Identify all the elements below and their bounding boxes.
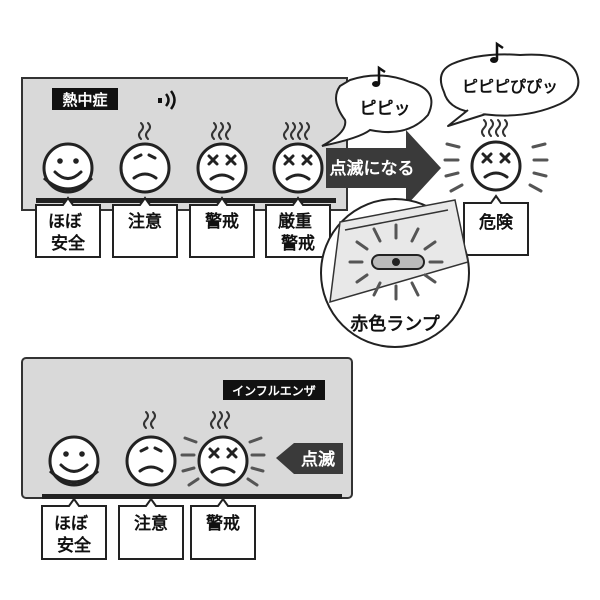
beep-text-small: ピピッ: [360, 99, 411, 119]
face-smile-icon: [42, 142, 94, 194]
signal-icon: [158, 90, 176, 110]
level-bar: [36, 198, 336, 203]
top-panel-tag: 熱中症: [62, 91, 107, 109]
level-label: 警戒: [205, 513, 240, 534]
top-panel-tag-bg: [52, 88, 118, 110]
lamp-rays-icon: [348, 223, 444, 301]
svg-text:ほぼ 安全: ほぼ 安全: [48, 212, 88, 254]
face-smile-icon: [48, 435, 100, 487]
face-frown-icon: [119, 142, 171, 194]
level-box: ほぼ 安全: [35, 196, 101, 258]
face-danger-icon: [470, 140, 522, 192]
svg-text:厳重 警戒: 厳重 警戒: [278, 211, 318, 254]
danger-box: 危険: [463, 194, 529, 256]
face-frown-icon: [125, 435, 177, 487]
beep-bubble-large: ピピピぴぴッ: [439, 53, 580, 127]
level-box: 警戒: [189, 196, 255, 258]
music-note-icon: [372, 65, 386, 87]
heat-waves-icon: [210, 411, 230, 429]
lamp-label: 赤色ランプ: [350, 313, 440, 335]
level-box: ほぼ 安全: [41, 497, 107, 560]
face-dizzy-icon: [272, 142, 324, 194]
svg-text:ほぼ 安全: ほぼ 安全: [54, 514, 94, 556]
heat-waves-icon: [138, 122, 151, 140]
blink-tag-label: 点滅: [301, 449, 335, 470]
blink-rays-icon: [443, 142, 549, 193]
svg-text:注意: 注意: [128, 211, 162, 232]
level-label: ほぼ: [48, 212, 83, 232]
beep-text-large: ピピピぴぴッ: [462, 77, 558, 96]
level-bar: [42, 494, 342, 499]
level-label: 警戒: [204, 211, 239, 232]
svg-text:警戒: 警戒: [205, 513, 240, 534]
level-box: 注意: [112, 196, 178, 258]
level-label: 注意: [128, 211, 162, 232]
level-label: 厳重: [278, 211, 312, 232]
bottom-panel-tag-bg: [223, 380, 325, 400]
level-label: 警戒: [280, 233, 315, 254]
level-box: 注意: [118, 497, 184, 560]
level-label: 安全: [57, 535, 92, 556]
blink-arrow-label: 点滅になる: [330, 158, 415, 179]
svg-text:警戒: 警戒: [204, 211, 239, 232]
level-box: 警戒: [190, 497, 256, 560]
level-box: 厳重 警戒: [265, 196, 331, 258]
blink-arrow: 点滅になる: [326, 130, 441, 206]
level-label: ほぼ: [54, 514, 89, 534]
svg-text:注意: 注意: [134, 513, 168, 534]
blink-rays-icon: [180, 436, 266, 487]
face-dizzy-icon: [197, 435, 249, 487]
heat-waves-icon: [283, 122, 310, 140]
heat-waves-icon: [143, 411, 156, 429]
heat-waves-icon: [211, 122, 231, 140]
music-note-icon: [490, 41, 504, 63]
danger-label: 危険: [478, 212, 514, 233]
face-dizzy-icon: [196, 142, 248, 194]
level-label: 安全: [51, 233, 86, 254]
level-label: 注意: [134, 513, 168, 534]
blink-tag: 点滅: [276, 443, 343, 474]
bottom-panel-tag: インフルエンザ: [232, 384, 316, 398]
beep-bubble-small: ピピッ: [321, 74, 433, 147]
heat-waves-icon: [481, 119, 508, 137]
